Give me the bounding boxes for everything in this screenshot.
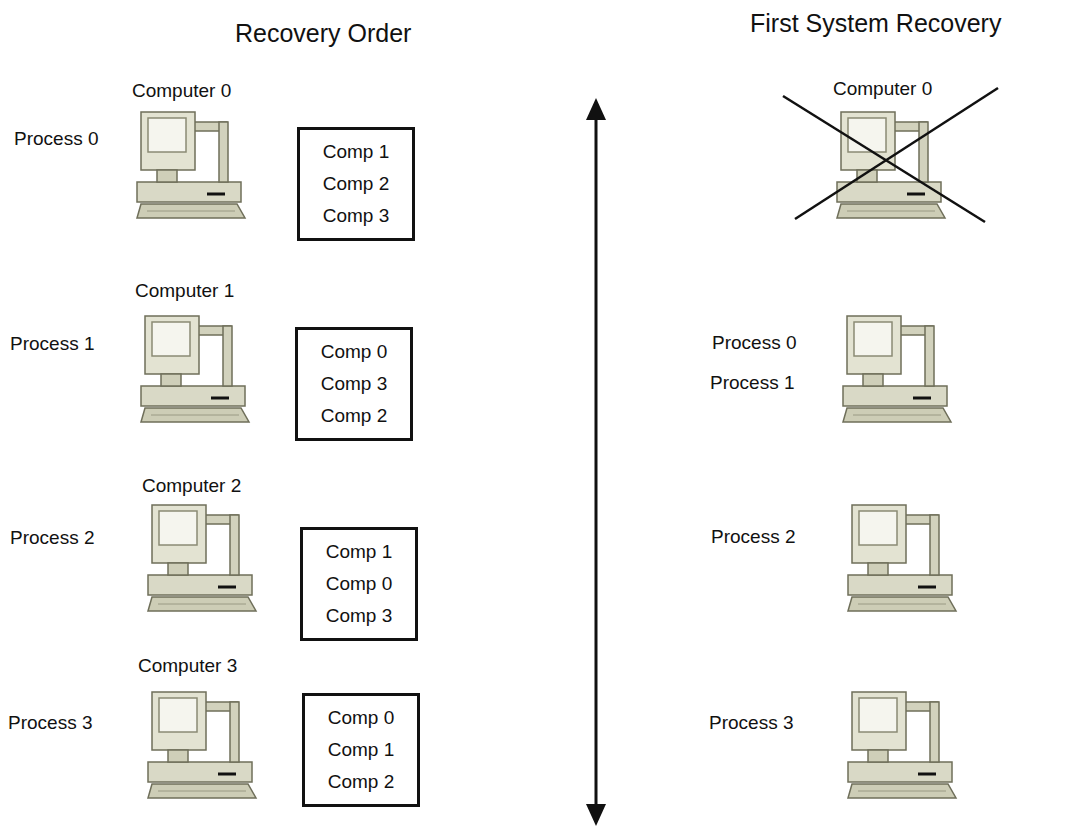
recovery-order-box: Comp 1Comp 2Comp 3 <box>297 127 415 241</box>
process-label: Process 1 <box>710 372 794 394</box>
recovery-order-box: Comp 0Comp 1Comp 2 <box>302 693 420 807</box>
order-entry: Comp 0 <box>326 568 393 600</box>
order-entry: Comp 1 <box>328 734 395 766</box>
order-entry: Comp 1 <box>326 536 393 568</box>
section-heading: Recovery Order <box>235 18 411 48</box>
process-label: Process 3 <box>8 712 92 734</box>
divider-arrow <box>586 98 606 826</box>
recovery-order-box: Comp 0Comp 3Comp 2 <box>295 327 413 441</box>
section-heading: First System Recovery <box>750 8 1001 38</box>
order-entry: Comp 3 <box>321 368 388 400</box>
order-entry: Comp 3 <box>323 200 390 232</box>
recovery-order-box: Comp 1Comp 0Comp 3 <box>300 527 418 641</box>
order-entry: Comp 0 <box>321 336 388 368</box>
computer-label: Computer 3 <box>138 655 237 677</box>
computer-label: Computer 2 <box>142 475 241 497</box>
process-label: Process 2 <box>10 527 94 549</box>
process-label: Process 3 <box>709 712 793 734</box>
computer-icon <box>148 505 256 611</box>
order-entry: Comp 2 <box>323 168 390 200</box>
order-entry: Comp 2 <box>321 400 388 432</box>
computer-icon <box>848 505 956 611</box>
computer-icon <box>837 112 945 218</box>
order-entry: Comp 3 <box>326 600 393 632</box>
process-label: Process 0 <box>712 332 796 354</box>
process-label: Process 0 <box>14 128 98 150</box>
computer-label: Computer 0 <box>833 78 932 100</box>
failure-cross <box>783 88 998 222</box>
computer-icon <box>141 316 249 422</box>
process-label: Process 1 <box>10 333 94 355</box>
process-label: Process 2 <box>711 526 795 548</box>
computer-icon <box>843 316 951 422</box>
computer-label: Computer 0 <box>132 80 231 102</box>
computer-label: Computer 1 <box>135 280 234 302</box>
order-entry: Comp 0 <box>328 702 395 734</box>
order-entry: Comp 2 <box>328 766 395 798</box>
computer-icon <box>137 112 245 218</box>
computer-icon <box>148 692 256 798</box>
order-entry: Comp 1 <box>323 136 390 168</box>
computer-icon <box>848 692 956 798</box>
